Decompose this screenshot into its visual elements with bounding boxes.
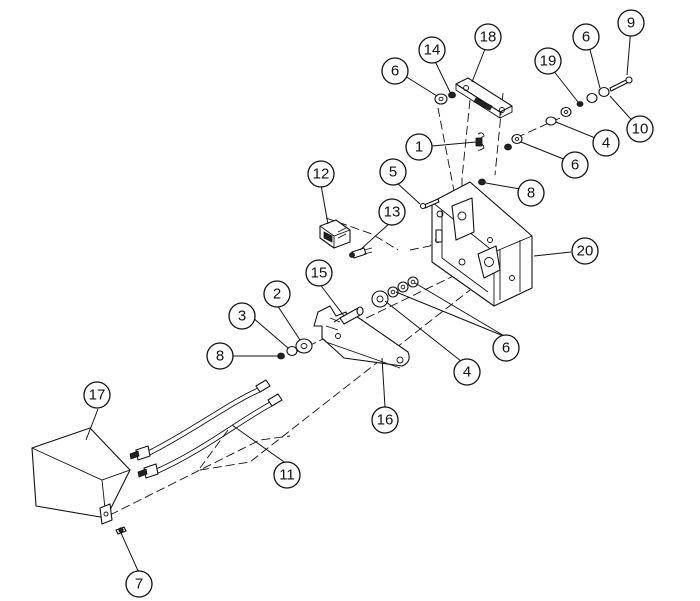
leader-lines [85, 26, 638, 574]
callout-20: 20 [571, 237, 599, 265]
main-bracket-box [431, 181, 533, 307]
callout-5-label: 5 [389, 164, 397, 181]
callout-18-label: 18 [480, 29, 497, 46]
callout-19-label: 19 [540, 53, 557, 70]
callout-13: 13 [378, 198, 406, 226]
callout-9-label: 9 [627, 15, 635, 32]
callout-3-label: 3 [238, 308, 246, 325]
callout-4b-label: 4 [463, 364, 471, 381]
callout-17-label: 17 [89, 387, 106, 404]
callout-6c-label: 6 [571, 157, 579, 174]
callout-18: 18 [474, 23, 502, 51]
callout-13-label: 13 [384, 204, 401, 221]
callout-2-label: 2 [273, 286, 281, 303]
callout-16: 16 [371, 406, 399, 434]
callout-12: 12 [307, 160, 335, 188]
callout-4b: 4 [453, 358, 481, 386]
callout-10-label: 10 [632, 121, 649, 138]
callout-19: 19 [534, 47, 562, 75]
wire-harness [129, 379, 283, 479]
connector-block [319, 219, 351, 249]
callout-6d-label: 6 [502, 340, 510, 357]
callout-10: 10 [626, 115, 654, 143]
callout-6c: 6 [561, 151, 589, 179]
callout-15: 15 [305, 259, 333, 287]
callout-17: 17 [83, 381, 111, 409]
callout-3: 3 [228, 302, 256, 330]
callout-7-label: 7 [135, 576, 143, 593]
callout-8b-label: 8 [527, 185, 535, 202]
top-plate [455, 77, 513, 119]
callout-12-label: 12 [313, 166, 330, 183]
callout-8a: 8 [206, 342, 234, 370]
callout-2: 2 [263, 280, 291, 308]
callout-16-label: 16 [377, 412, 394, 429]
callout-14: 14 [418, 36, 446, 64]
callout-8b: 8 [517, 179, 545, 207]
callout-15-label: 15 [311, 265, 328, 282]
hardware-top-right [419, 76, 633, 210]
callout-4a-label: 4 [602, 135, 610, 152]
callout-6a: 6 [381, 57, 409, 85]
callout-11: 11 [273, 461, 301, 489]
callout-11-label: 11 [279, 467, 295, 484]
callout-1: 1 [405, 133, 433, 161]
callout-14-label: 14 [424, 42, 441, 59]
callout-4a: 4 [592, 129, 620, 157]
callout-8a-label: 8 [216, 348, 224, 365]
lever-arm [313, 305, 410, 369]
callout-6a-label: 6 [391, 63, 399, 80]
callout-5: 5 [379, 158, 407, 186]
callout-7: 7 [125, 570, 153, 598]
callout-9: 9 [617, 9, 645, 37]
cover-plate [31, 427, 131, 535]
pivot-pin [333, 306, 364, 325]
callout-20-label: 20 [577, 243, 594, 260]
callout-1-label: 1 [415, 139, 423, 156]
callout-6d: 6 [492, 334, 520, 362]
callout-6b-label: 6 [582, 29, 590, 46]
callouts: 1 2 3 4 4 5 6 6 6 6 7 8 8 9 10 11 12 13 … [83, 9, 654, 598]
hardware-axis [277, 276, 419, 360]
spring [475, 132, 485, 151]
callout-6b: 6 [572, 23, 600, 51]
